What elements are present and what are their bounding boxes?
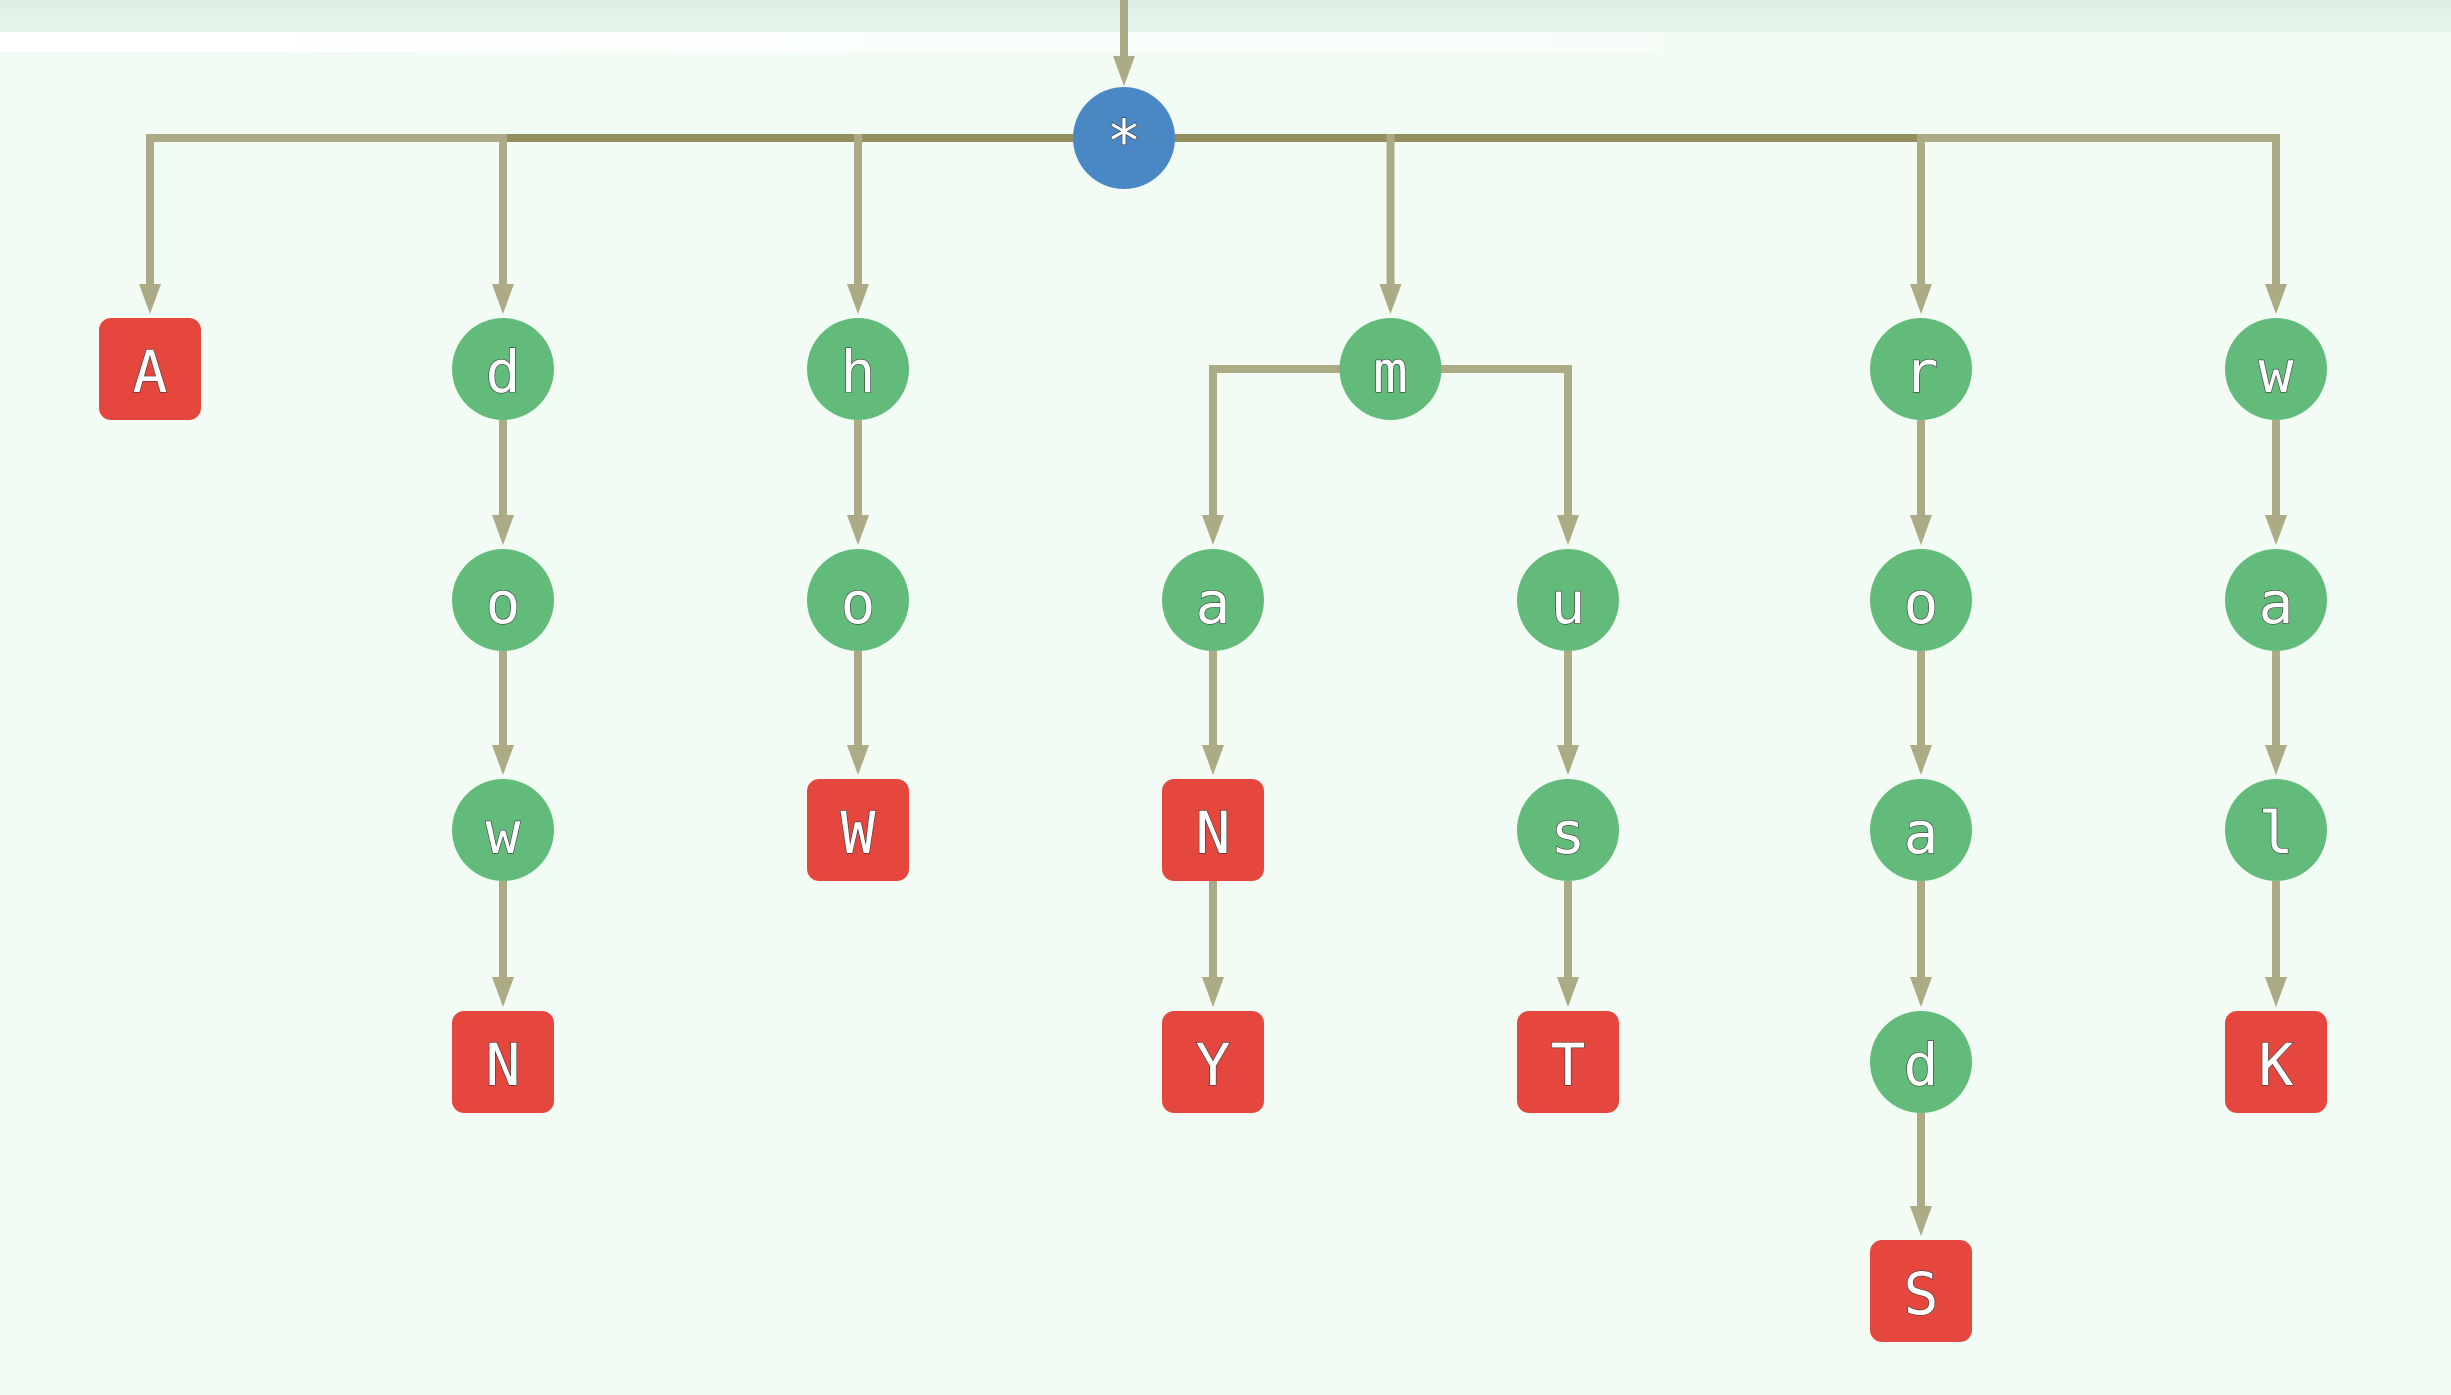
- internal-node: [2225, 779, 2327, 881]
- node-label: K: [2259, 1031, 2294, 1099]
- arrowhead-icon: [847, 284, 869, 314]
- node-label: s: [1551, 799, 1586, 867]
- arrowhead-icon: [1910, 977, 1932, 1007]
- node-label: o: [841, 569, 876, 637]
- arrowhead-icon: [492, 515, 514, 545]
- arrowhead-icon: [2265, 977, 2287, 1007]
- top-strip: [0, 32, 1657, 52]
- internal-node: [1870, 779, 1972, 881]
- node-label: A: [133, 338, 168, 406]
- arrowhead-icon: [1202, 745, 1224, 775]
- arrowhead-icon: [1910, 745, 1932, 775]
- node-label: a: [2259, 569, 2294, 637]
- internal-node: [2225, 549, 2327, 651]
- internal-node: [1162, 549, 1264, 651]
- arrowhead-icon: [1557, 515, 1579, 545]
- arrowhead-icon: [847, 515, 869, 545]
- arrowhead-icon: [1113, 56, 1135, 86]
- terminal-node: [1870, 1240, 1972, 1342]
- arrowhead-icon: [2265, 284, 2287, 314]
- internal-node: [452, 779, 554, 881]
- node-label: u: [1551, 569, 1586, 637]
- node-label: a: [1904, 799, 1939, 867]
- internal-node: [452, 318, 554, 420]
- arrowhead-icon: [1910, 284, 1932, 314]
- arrowhead-icon: [1910, 515, 1932, 545]
- node-label: w: [486, 799, 521, 867]
- arrowhead-icon: [1202, 977, 1224, 1007]
- internal-node: [807, 318, 909, 420]
- node-label: *: [1107, 107, 1142, 175]
- terminal-node: [1162, 1011, 1264, 1113]
- internal-node: [1517, 549, 1619, 651]
- root-node: [1073, 87, 1175, 189]
- node-label: w: [2259, 338, 2294, 406]
- terminal-node: [2225, 1011, 2327, 1113]
- node-label: W: [841, 799, 876, 867]
- node-label: m: [1373, 338, 1408, 406]
- node-label: Y: [1196, 1031, 1231, 1099]
- node-label: l: [2259, 799, 2294, 867]
- node-label: h: [841, 338, 876, 406]
- terminal-node: [452, 1011, 554, 1113]
- internal-node: [807, 549, 909, 651]
- node-label: N: [486, 1031, 521, 1099]
- arrowhead-icon: [1557, 745, 1579, 775]
- node-label: a: [1196, 569, 1231, 637]
- terminal-node: [99, 318, 201, 420]
- node-label: o: [1904, 569, 1939, 637]
- internal-node: [452, 549, 554, 651]
- internal-node: [2225, 318, 2327, 420]
- node-label: T: [1551, 1031, 1586, 1099]
- internal-node: [1870, 1011, 1972, 1113]
- top-band: [0, 0, 2451, 32]
- arrowhead-icon: [492, 284, 514, 314]
- internal-node: [1339, 318, 1442, 420]
- node-label: r: [1904, 338, 1939, 406]
- arrowhead-icon: [1202, 515, 1224, 545]
- node-label: S: [1904, 1260, 1939, 1328]
- arrowhead-icon: [492, 977, 514, 1007]
- node-label: o: [486, 569, 521, 637]
- node-label: d: [1904, 1031, 1939, 1099]
- arrowhead-icon: [1379, 284, 1402, 314]
- node-label: d: [486, 338, 521, 406]
- arrowhead-icon: [2265, 515, 2287, 545]
- arrowhead-icon: [847, 745, 869, 775]
- terminal-node: [807, 779, 909, 881]
- arrowhead-icon: [492, 745, 514, 775]
- arrowhead-icon: [139, 284, 161, 314]
- internal-node: [1517, 779, 1619, 881]
- node-label: N: [1196, 799, 1231, 867]
- terminal-node: [1162, 779, 1264, 881]
- internal-node: [1870, 549, 1972, 651]
- arrowhead-icon: [1910, 1206, 1932, 1236]
- internal-node: [1870, 318, 1972, 420]
- arrowhead-icon: [1557, 977, 1579, 1007]
- arrowhead-icon: [2265, 745, 2287, 775]
- terminal-node: [1517, 1011, 1619, 1113]
